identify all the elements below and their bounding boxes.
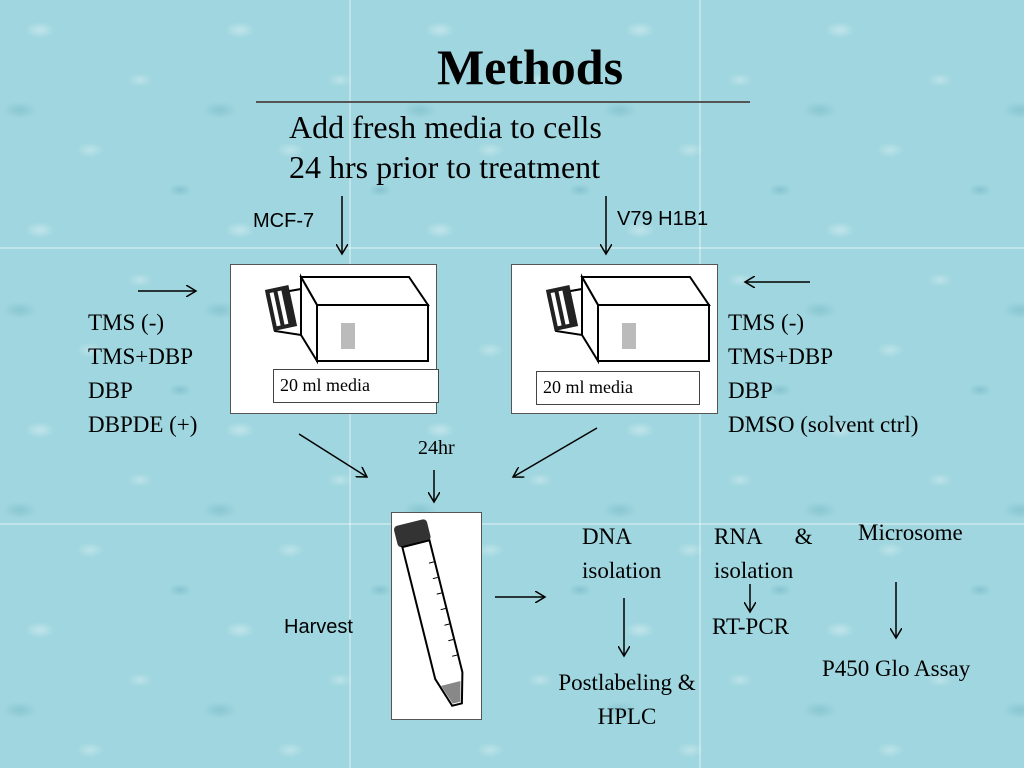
- rt-pcr-label: RT-PCR: [712, 614, 790, 639]
- treatment-item: DBPDE (+): [88, 412, 198, 437]
- title-underline: [256, 101, 750, 103]
- treatment-item: DBP: [728, 378, 773, 403]
- treatment-list-right: TMS (-) TMS+DBP DBP DMSO (solvent ctrl): [728, 306, 918, 442]
- tube-box: [391, 512, 482, 720]
- treatment-item: DBP: [88, 378, 133, 403]
- dna-line-2: isolation: [582, 558, 662, 583]
- postlabeling-line-1: Postlabeling &: [558, 670, 696, 695]
- flask-box-left: 20 ml media: [230, 264, 439, 414]
- media-label-box-right: 20 ml media: [536, 371, 700, 405]
- subtitle-line-1: Add fresh media to cells: [289, 109, 602, 145]
- rna-isolation-label: RNA & isolation: [714, 520, 812, 588]
- rna-line-1: RNA: [714, 524, 763, 549]
- culture-flask-icon: [545, 273, 711, 365]
- arrow: [298, 433, 367, 477]
- culture-flask-icon: [264, 273, 430, 365]
- treatment-item: TMS+DBP: [728, 344, 834, 369]
- postlabeling-label: Postlabeling & HPLC: [532, 666, 722, 734]
- dna-line-1: DNA: [582, 524, 632, 549]
- flask-box-right: 20 ml media: [511, 264, 718, 414]
- treatment-item: TMS (-): [88, 310, 165, 335]
- cell-line-left-label: MCF-7: [253, 210, 315, 232]
- harvest-label: Harvest: [284, 616, 353, 638]
- centrifuge-tube-icon: [393, 519, 464, 707]
- p450-glo-assay-label: P450 Glo Assay: [822, 656, 971, 681]
- media-label-right: 20 ml media: [543, 377, 633, 397]
- rna-ampersand: &: [794, 524, 813, 549]
- media-label-box-left: 20 ml media: [273, 369, 439, 403]
- dna-isolation-label: DNA isolation: [582, 520, 661, 588]
- rna-line-2: isolation: [714, 558, 794, 583]
- page-title: Methods: [436, 39, 624, 95]
- treatment-item: DMSO (solvent ctrl): [728, 412, 919, 437]
- microsome-label: Microsome: [858, 520, 963, 545]
- cell-line-right-label: V79 H1B1: [617, 208, 709, 230]
- treatment-item: TMS+DBP: [88, 344, 194, 369]
- treatment-item: TMS (-): [728, 310, 805, 335]
- postlabeling-line-2: HPLC: [597, 704, 657, 729]
- arrow: [513, 427, 598, 477]
- media-label-left: 20 ml media: [280, 375, 370, 395]
- treatment-list-left: TMS (-) TMS+DBP DBP DBPDE (+): [88, 306, 197, 442]
- subtitle-line-2: 24 hrs prior to treatment: [289, 149, 601, 185]
- subtitle: Add fresh media to cells 24 hrs prior to…: [289, 107, 602, 187]
- time-label: 24hr: [418, 437, 455, 459]
